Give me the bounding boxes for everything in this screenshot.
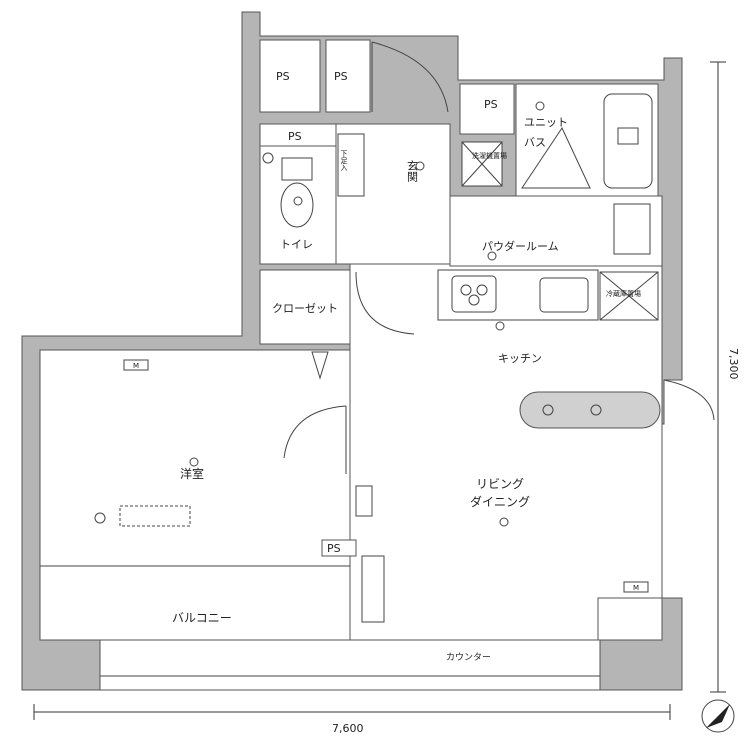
- window-swing: [663, 379, 715, 421]
- sink: [539, 277, 589, 313]
- burner-3: [468, 294, 480, 306]
- compass-needle: [706, 704, 730, 728]
- powder-room-label: パウダールーム: [482, 239, 559, 253]
- bar-light-2: [590, 404, 602, 416]
- closet-area: [259, 269, 351, 345]
- living-corner: [597, 597, 663, 641]
- closet-marker: [311, 351, 329, 380]
- ps-unit-area: [459, 83, 515, 135]
- ac-unit: [119, 505, 191, 527]
- width-dimension: 7,600: [332, 722, 364, 735]
- ps-unit-label: PS: [484, 98, 498, 111]
- ceiling-light-icon: [415, 161, 425, 171]
- ceiling-light-icon: [262, 152, 274, 164]
- ps-bottom-label: PS: [327, 542, 341, 555]
- toilet-tank: [281, 157, 313, 181]
- door-swing-top: [371, 41, 449, 113]
- burner-2: [476, 284, 488, 296]
- shoe-storage: [337, 133, 365, 197]
- bar-light-1: [542, 404, 554, 416]
- bath-door-swing: [521, 126, 591, 189]
- balcony-label: バルコニー: [172, 611, 232, 625]
- meter-box-1: M: [133, 362, 139, 370]
- bottom-balcony-area: [99, 639, 601, 691]
- meter-box-2: M: [633, 584, 639, 592]
- ceiling-light-icon: [495, 321, 505, 331]
- bar-counter: [519, 391, 661, 429]
- outlet-icon: [293, 196, 303, 206]
- burner-1: [460, 284, 472, 296]
- ps-toilet-area: [259, 123, 337, 147]
- corridor-door-swing: [355, 271, 415, 335]
- western-room-label: 洋室: [180, 466, 204, 481]
- closet-label: クローゼット: [272, 302, 338, 315]
- living-closet: [361, 555, 385, 623]
- meter-box-2-shape: [623, 581, 649, 593]
- ps-top-left-label: PS: [276, 70, 290, 83]
- meter-box-1-shape: [123, 359, 149, 371]
- toilet-label: トイレ: [280, 238, 313, 251]
- stove: [451, 275, 497, 313]
- ps-top-left-area: [259, 39, 321, 113]
- shoe-storage-label: 下足入: [340, 150, 348, 171]
- living-dining-label-1: リビング: [476, 477, 524, 491]
- washer-diag-2: [461, 141, 503, 187]
- living-dining-label-2: ダイニング: [470, 494, 530, 509]
- ps-bottom-area: [321, 539, 357, 557]
- ceiling-light-icon: [499, 517, 509, 527]
- ps-toilet-label: PS: [288, 130, 302, 143]
- phone-jack-icon: [94, 512, 106, 524]
- bath-control: [617, 127, 639, 145]
- kitchen-label: キッチン: [498, 352, 542, 365]
- compass-north-icon: [701, 699, 735, 733]
- fridge-space-label: 冷蔵庫置場: [606, 289, 641, 298]
- entrance-label: 玄関: [406, 159, 419, 182]
- tv-jack-icon: [355, 485, 373, 517]
- ps-top-right-area: [325, 39, 371, 113]
- unit-bath-label-2: バス: [524, 136, 546, 149]
- depth-dimension: 7,300: [727, 348, 740, 380]
- fridge-diag-2: [599, 271, 659, 321]
- living-dining-area: [349, 263, 663, 641]
- ceiling-light-icon: [535, 101, 545, 111]
- washer-space-label: 洗濯機置場: [472, 151, 507, 160]
- unit-bath-label-1: ユニット: [524, 116, 568, 129]
- ceiling-light-icon: [189, 457, 199, 467]
- vanity: [613, 203, 651, 255]
- ps-top-right-label: PS: [334, 70, 348, 83]
- balcony-area: [39, 565, 351, 641]
- ceiling-light-icon: [487, 251, 497, 261]
- room-door-swing: [283, 405, 347, 459]
- counter-label: カウンター: [446, 652, 491, 663]
